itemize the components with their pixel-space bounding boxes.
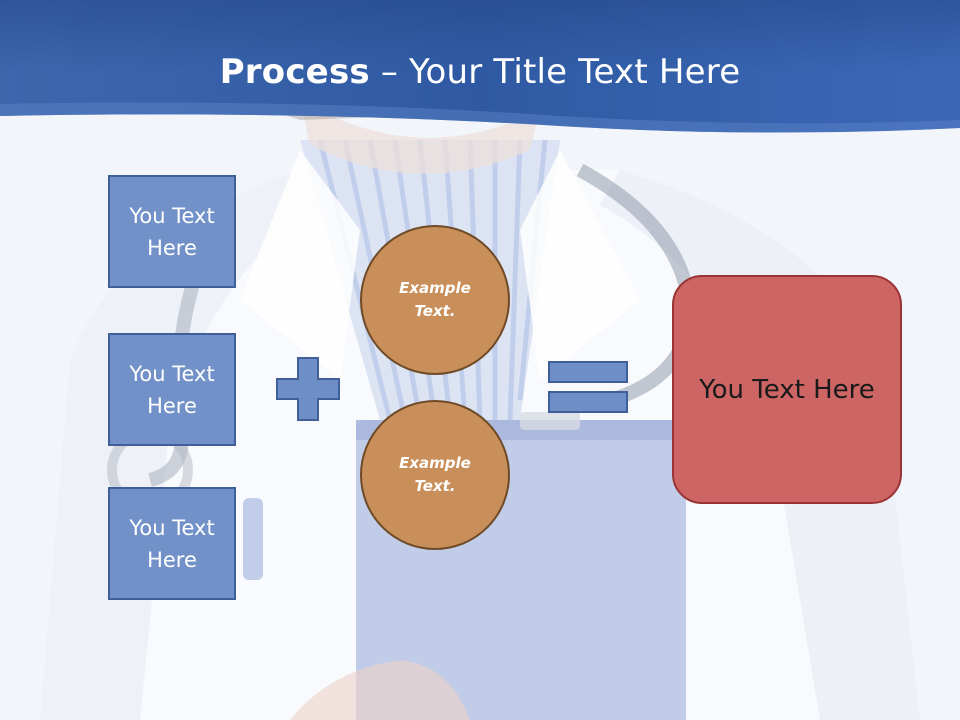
input-box-2[interactable]: You Text Here (108, 333, 236, 446)
title-rest: – Your Title Text Here (369, 52, 741, 92)
input-box-label: You Text Here (129, 515, 215, 572)
result-label: You Text Here (699, 374, 875, 405)
input-box-label: You Text Here (129, 203, 215, 260)
circle-label: Example Text. (399, 279, 471, 320)
example-circle-1[interactable]: Example Text. (360, 225, 510, 375)
input-box-3[interactable]: You Text Here (108, 487, 236, 600)
equals-icon[interactable] (548, 360, 630, 416)
title-bold: Process (219, 52, 370, 92)
example-circle-2[interactable]: Example Text. (360, 400, 510, 550)
header-banner (0, 0, 960, 133)
result-box[interactable]: You Text Here (672, 275, 902, 504)
circle-label: Example Text. (399, 454, 471, 495)
input-box-label: You Text Here (129, 361, 215, 418)
slide-title[interactable]: Process – Your Title Text Here (0, 52, 960, 92)
input-box-1[interactable]: You Text Here (108, 175, 236, 288)
plus-icon[interactable] (276, 357, 340, 421)
